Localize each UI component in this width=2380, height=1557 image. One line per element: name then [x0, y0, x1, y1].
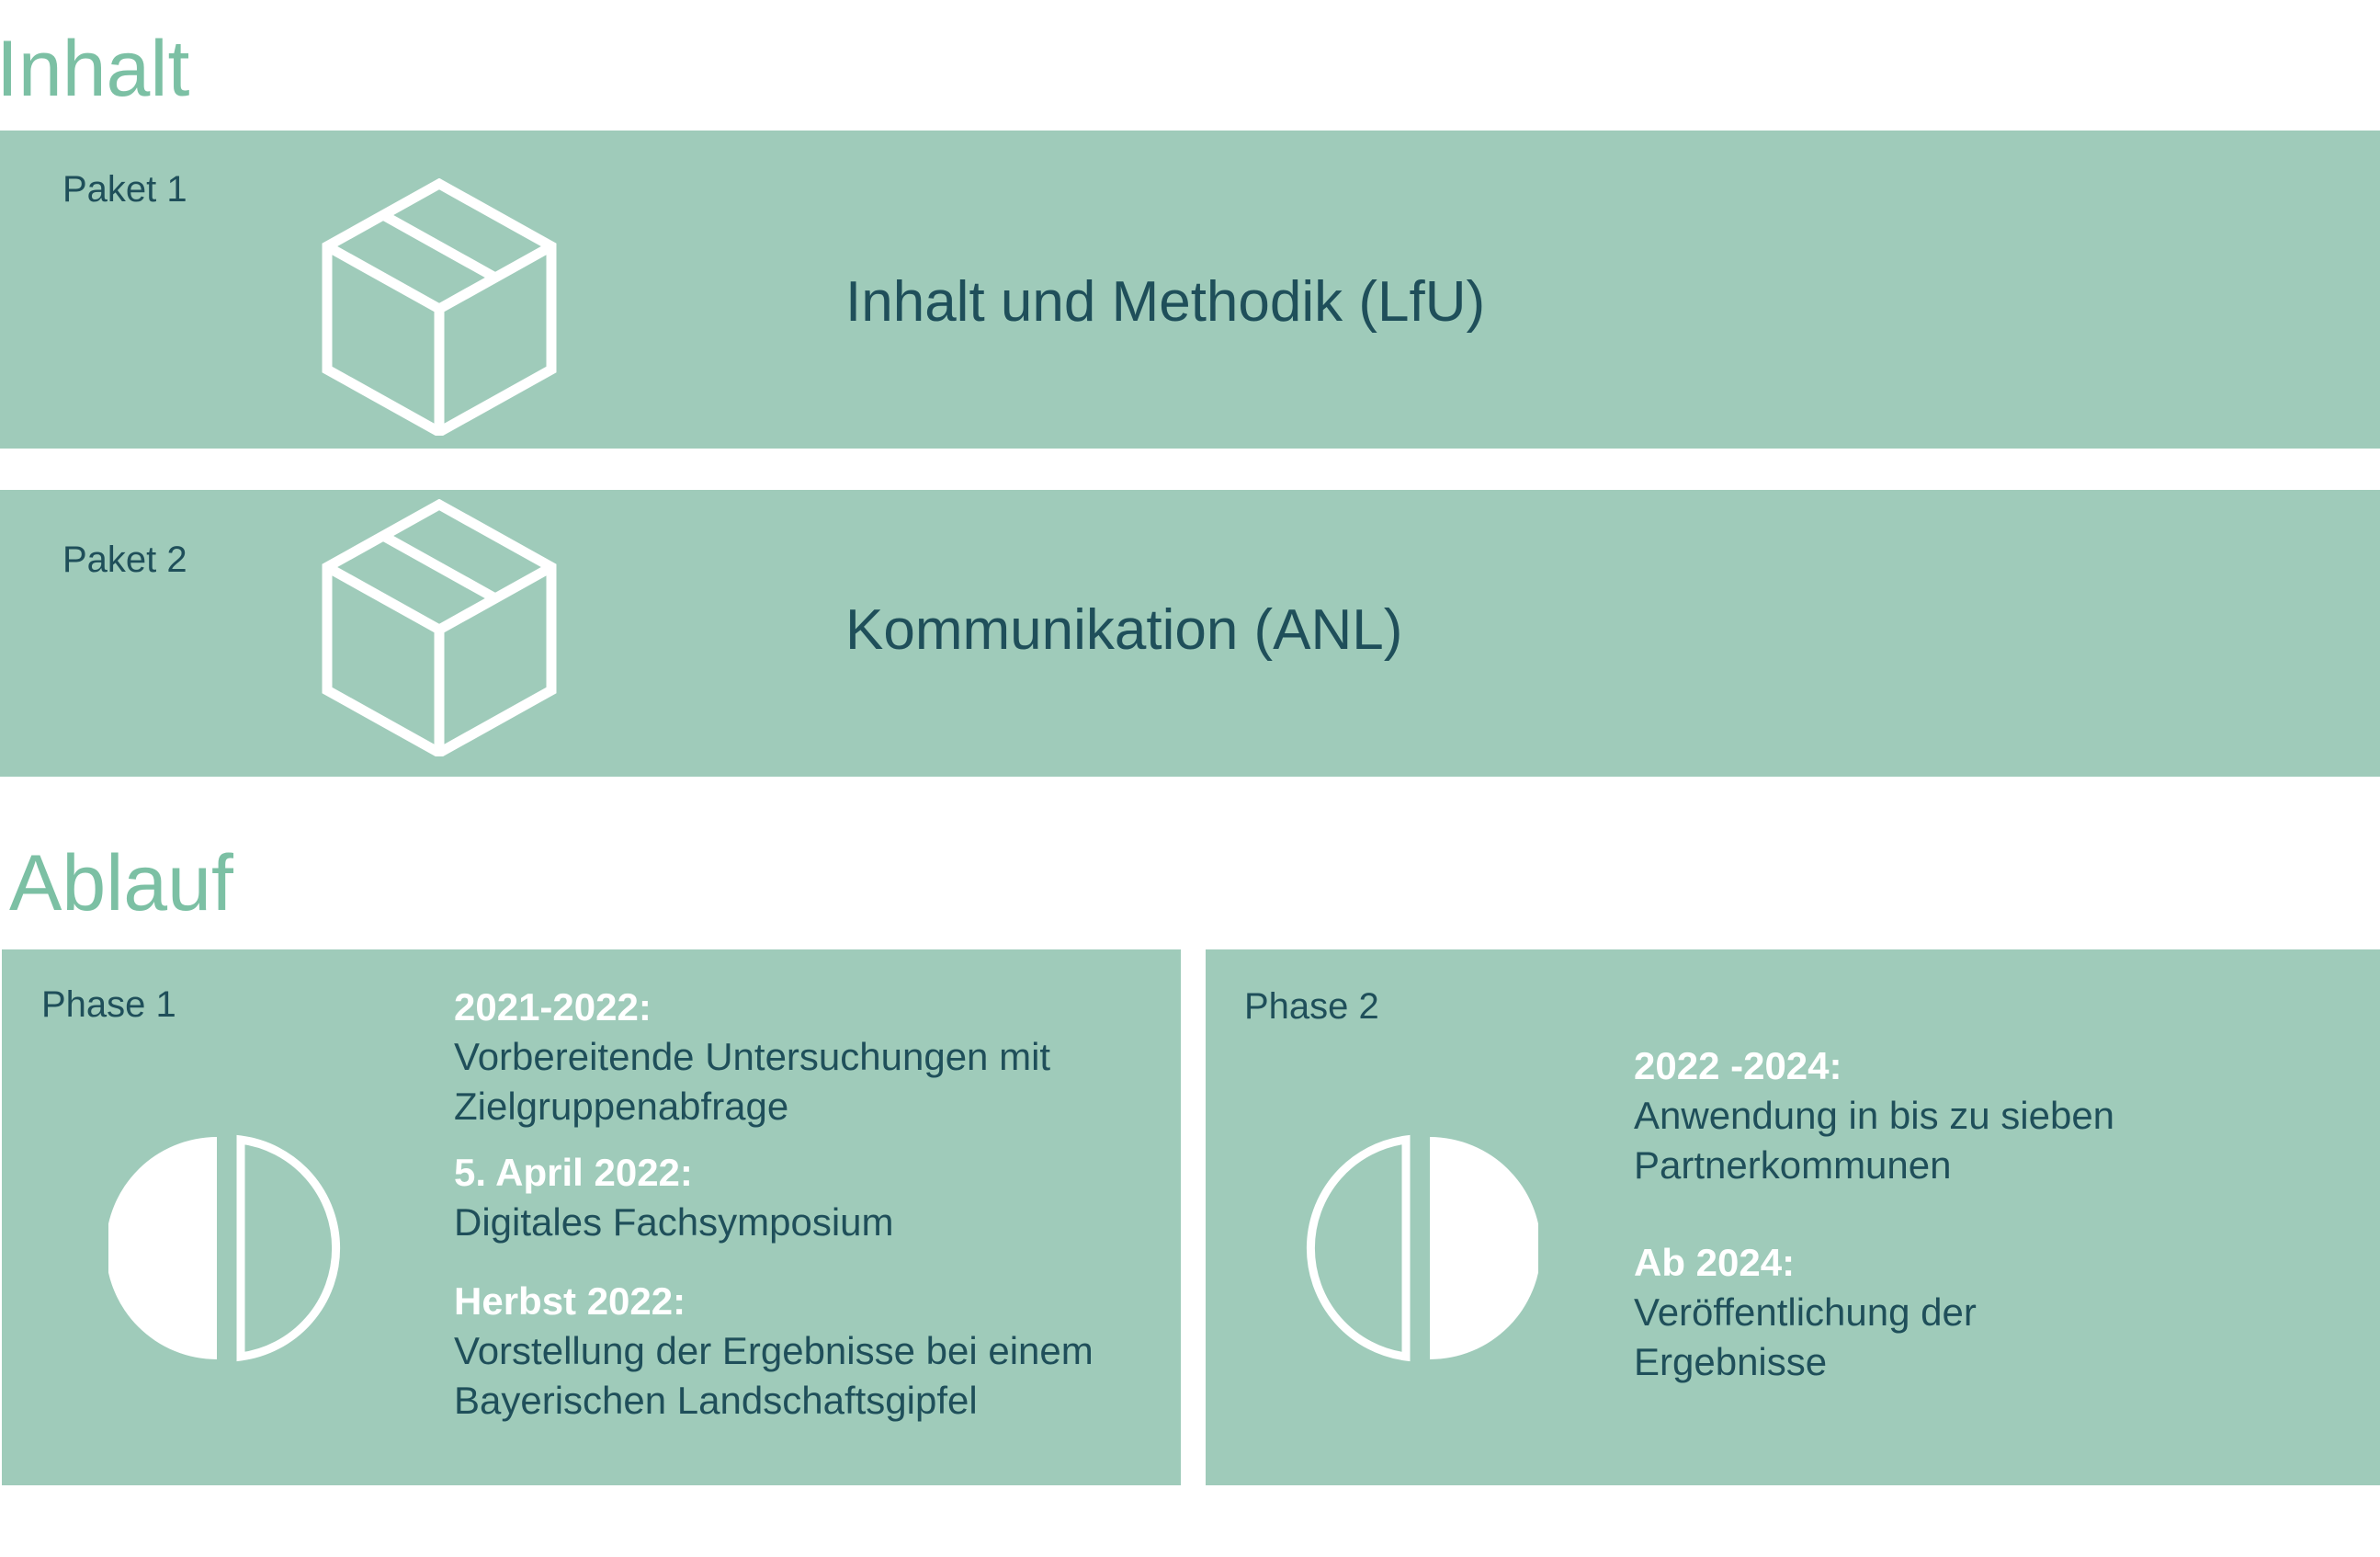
paket-2-panel: Paket 2 Kommunikation (ANL)	[0, 490, 2380, 777]
section-title-ablauf: Ablauf	[9, 839, 233, 927]
phase-1-label: Phase 1	[41, 984, 176, 1025]
entry-text: Vorbereitende Untersuchungen mit	[454, 1035, 1051, 1078]
section-title-inhalt: Inhalt	[0, 25, 190, 113]
entry-text: Bayerischen Landschaftsgipfel	[454, 1379, 978, 1422]
paket-1-panel: Paket 1 Inhalt und Methodik (LfU)	[0, 131, 2380, 449]
timeline-entry: Herbst 2022: Vorstellung der Ergebnisse …	[454, 1277, 1171, 1426]
timeline-entry: 5. April 2022: Digitales Fachsymposium	[454, 1148, 1171, 1247]
entry-text: Zielgruppenabfrage	[454, 1085, 789, 1128]
entry-text: Veröffentlichung der	[1634, 1290, 1977, 1334]
entry-date: 2022 -2024:	[1634, 1044, 1842, 1087]
entry-text: Ergebnisse	[1634, 1340, 1828, 1383]
timeline-entry: Ab 2024: Veröffentlichung der Ergebnisse	[1634, 1238, 2351, 1387]
phase-2-label: Phase 2	[1244, 986, 1379, 1027]
entry-date: 5. April 2022:	[454, 1151, 693, 1194]
paket-1-heading: Inhalt und Methodik (LfU)	[845, 270, 1486, 334]
paket-2-heading: Kommunikation (ANL)	[845, 598, 1403, 662]
paket-1-label: Paket 1	[62, 169, 187, 210]
phase-1-panel: Phase 1 2021-2022: Vorbereitende Untersu…	[2, 949, 1181, 1485]
entry-text: Partnerkommunen	[1634, 1143, 1952, 1187]
phase-1-entries: 2021-2022: Vorbereitende Untersuchungen …	[454, 983, 1171, 1426]
phase-2-panel: Phase 2 2022 -2024: Anwendung in bis zu …	[1206, 949, 2380, 1485]
entry-text: Anwendung in bis zu sieben	[1634, 1094, 2115, 1137]
phase-2-entries: 2022 -2024: Anwendung in bis zu sieben P…	[1634, 1041, 2351, 1387]
timeline-entry: 2022 -2024: Anwendung in bis zu sieben P…	[1634, 1041, 2351, 1190]
half-circle-right-filled-icon	[1306, 1134, 1538, 1362]
timeline-entry: 2021-2022: Vorbereitende Untersuchungen …	[454, 983, 1171, 1131]
half-circle-left-filled-icon	[108, 1134, 341, 1362]
entry-text: Digitales Fachsymposium	[454, 1200, 894, 1244]
paket-2-label: Paket 2	[62, 540, 187, 580]
entry-date: Ab 2024:	[1634, 1241, 1796, 1284]
box-icon	[322, 178, 557, 436]
entry-text: Vorstellung der Ergebnisse bei einem	[454, 1329, 1094, 1372]
entry-date: 2021-2022:	[454, 985, 652, 1029]
entry-date: Herbst 2022:	[454, 1279, 686, 1323]
box-icon	[322, 499, 557, 756]
